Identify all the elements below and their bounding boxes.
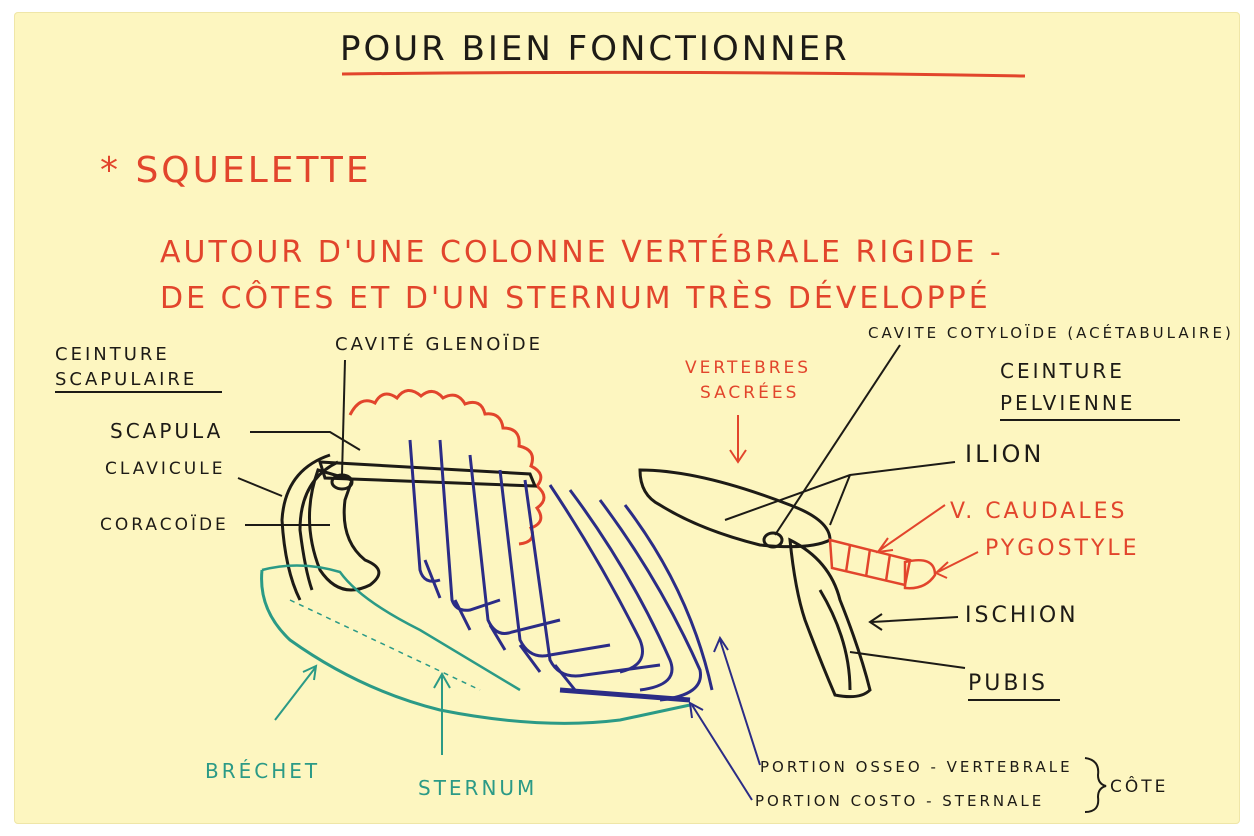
caudal-vertebrae — [830, 540, 910, 585]
label-ischion: ISCHION — [965, 603, 1079, 628]
description-line-1: AUTOUR D'UNE COLONNE VERTÉBRALE RIGIDE - — [160, 234, 1004, 270]
section-heading: * SQUELETTE — [100, 150, 372, 191]
description-line-2: DE CÔTES ET D'UN STERNUM TRÈS DÉVELOPPÉ — [160, 279, 991, 316]
label-vertebres-sacrees-1: VERTEBRES — [685, 358, 811, 378]
arrow-v-caudales — [878, 505, 945, 552]
label-cavite-glenoide: CAVITÉ GLENOÏDE — [335, 333, 543, 355]
arrow-sternum — [434, 674, 450, 755]
arrow-portion-costo — [690, 703, 752, 800]
label-pygostyle: PYGOSTYLE — [985, 536, 1140, 561]
arrow-pygostyle — [936, 552, 978, 578]
label-portion-osseo-vertebrale: PORTION OSSEO - VERTEBRALE — [760, 758, 1073, 776]
leader-clavicule — [238, 478, 282, 496]
ischium-bone — [790, 540, 870, 697]
leader-pubis — [850, 652, 965, 668]
arrow-vertebres-sacrees — [730, 415, 746, 462]
keel-outline — [262, 565, 520, 690]
label-cavite-cotyloide: CAVITE COTYLOÏDE (ACÉTABULAIRE) — [868, 323, 1234, 342]
label-brechet: BRÉCHET — [205, 759, 320, 783]
keel-dashes — [290, 600, 480, 690]
label-portion-costo-sternale: PORTION COSTO - STERNALE — [755, 792, 1044, 810]
bracket-cote — [1085, 758, 1106, 812]
arrow-ischion — [870, 614, 958, 630]
label-coracoide: CORACOÏDE — [100, 514, 229, 535]
sternum-outline — [262, 570, 690, 723]
label-ceinture-scapulaire-2: SCAPULAIRE — [55, 369, 197, 390]
label-ceinture-scapulaire-1: CEINTURE — [55, 344, 170, 365]
label-pubis: PUBIS — [968, 671, 1048, 696]
ilium-bone — [640, 470, 830, 547]
pubis-bone — [820, 590, 850, 690]
ribs — [410, 440, 712, 700]
label-cote: CÔTE — [1110, 775, 1168, 797]
label-sternum: STERNUM — [418, 776, 537, 800]
arrow-brechet — [275, 666, 316, 720]
page-title: POUR BIEN FONCTIONNER — [340, 29, 850, 69]
label-scapula: SCAPULA — [110, 419, 223, 443]
label-v-caudales: V. CAUDALES — [950, 499, 1127, 524]
title-underline — [342, 72, 1025, 76]
label-ceinture-pelvienne-1: CEINTURE — [1000, 359, 1125, 383]
label-ilion: ILION — [965, 440, 1044, 468]
label-ceinture-pelvienne-2: PELVIENNE — [1000, 391, 1135, 415]
sternum-ribs-edge — [560, 690, 690, 700]
label-clavicule: CLAVICULE — [105, 459, 225, 479]
leader-cavite-glenoide — [342, 360, 345, 475]
label-vertebres-sacrees-2: SACRÉES — [700, 381, 799, 403]
arrow-portion-osseo — [714, 638, 760, 765]
